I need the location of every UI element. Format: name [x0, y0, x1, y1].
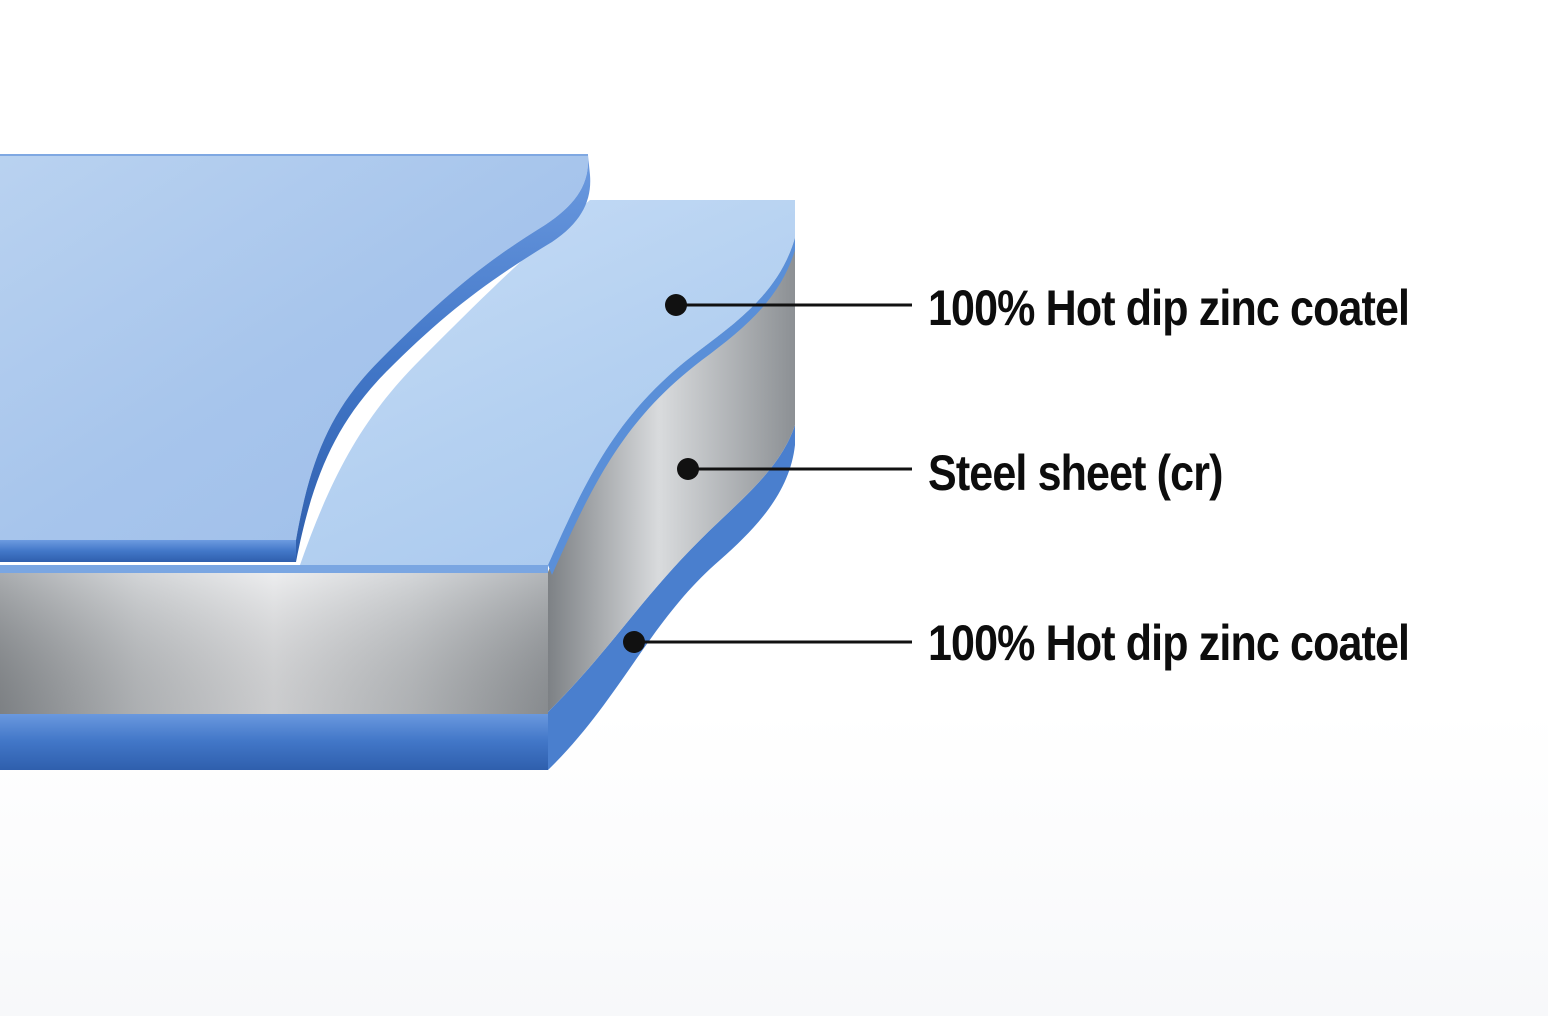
- label-top-zinc-coating: 100% Hot dip zinc coatel: [928, 280, 1410, 336]
- steel-core-front-shade: [0, 572, 548, 714]
- label-bottom-zinc-coating: 100% Hot dip zinc coatel: [928, 615, 1410, 671]
- bottom-zinc-side: [548, 425, 795, 770]
- top-zinc-face: [0, 155, 589, 540]
- bottom-zinc-front: [0, 712, 548, 770]
- label-steel-sheet: Steel sheet (cr): [928, 445, 1223, 501]
- steel-core-side: [548, 238, 795, 712]
- marker-dot-middle: [677, 458, 699, 480]
- marker-dot-top: [665, 294, 687, 316]
- top-zinc-curved-edge: [296, 155, 591, 562]
- top-zinc-front-edge: [0, 540, 296, 562]
- marker-dot-bottom: [623, 631, 645, 653]
- middle-zinc-top-face: [0, 200, 795, 565]
- middle-zinc-front-edge: [0, 565, 548, 573]
